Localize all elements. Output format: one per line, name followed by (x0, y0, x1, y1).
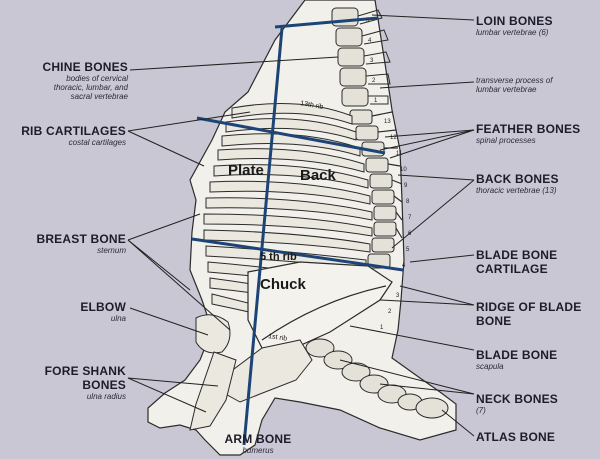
label-ridge-of-blade-bone: RIDGE OF BLADE BONE (476, 300, 598, 328)
vertebra-number: 11 (396, 151, 403, 157)
label-feather-bones: FEATHER BONES spinal processes (476, 122, 598, 145)
label-loin-bones: LOIN BONES lumbar vertebrae (6) (476, 14, 596, 37)
label-title: FEATHER BONES (476, 122, 581, 136)
label-atlas-bone: ATLAS BONE (476, 430, 598, 444)
vertebra-number: 2 (388, 309, 392, 315)
cut-line-vertical (242, 27, 284, 446)
label-title: RIDGE OF BLADE BONE (476, 300, 582, 328)
label-rib-cartilages: RIB CARTILAGES costal cartilages (0, 124, 126, 147)
label-subtitle: ulna (110, 314, 126, 323)
cut-label-plate: Plate (228, 162, 264, 179)
feather-bones (371, 111, 403, 239)
label-breast-bone: BREAST BONE sternum (10, 232, 126, 255)
leader-lines (127, 14, 475, 437)
label-title: RIB CARTILAGES (21, 124, 126, 138)
label-transverse-process: transverse process of lumbar vertebrae (476, 76, 596, 94)
elbow-shape (195, 314, 231, 354)
vertebra-number: 4 (368, 38, 372, 44)
neck-vertebrae (305, 338, 449, 419)
vertebra-number: 13 (384, 119, 391, 125)
label-subtitle: sternum (97, 246, 126, 255)
label-title: BREAST BONE (36, 232, 126, 246)
label-subtitle: costal cartilages (68, 138, 126, 147)
vertebra-number: 1 (374, 98, 378, 104)
label-title: LOIN BONES (476, 14, 553, 28)
cut-line-loin (274, 16, 379, 29)
vertebra-number: 7 (408, 215, 412, 221)
vertebra-number: 10 (400, 167, 407, 173)
cut-line-13th-rib (196, 116, 386, 155)
vertebra-number: 9 (404, 183, 408, 189)
vertebra-number: 5 (366, 18, 370, 24)
vertebra-number: 8 (406, 199, 410, 205)
label-subtitle: spinal processes (476, 136, 536, 145)
label-fore-shank-bones: FORE SHANK BONES ulna radius (20, 364, 126, 401)
vertebra-number: 3 (370, 58, 374, 64)
rib-mark-1st: 1st rib (268, 333, 288, 343)
label-title: BACK BONES (476, 172, 559, 186)
label-subtitle: humerus (242, 446, 274, 455)
label-back-bones: BACK BONES thoracic vertebrae (13) (476, 172, 598, 195)
spine-vertebrae (331, 7, 397, 269)
vertebra-number: 1 (380, 325, 384, 331)
cut-label-chuck: Chuck (260, 276, 306, 293)
label-arm-bone: ARM BONE humerus (200, 432, 316, 455)
blade-ridge-shape (261, 285, 387, 341)
label-title: ARM BONE (224, 432, 292, 446)
cut-label-fifth-rib: 5 th rib (260, 251, 297, 263)
label-subtitle: (7) (476, 406, 486, 415)
transverse-processes (357, 9, 391, 105)
label-elbow: ELBOW ulna (20, 300, 126, 323)
label-title: BLADE BONE CARTILAGE (476, 248, 558, 276)
label-title: ELBOW (80, 300, 126, 314)
label-title: FORE SHANK BONES (44, 364, 126, 392)
label-title: NECK BONES (476, 392, 559, 406)
label-subtitle: thoracic vertebrae (13) (476, 186, 557, 195)
cut-label-back: Back (300, 167, 336, 184)
label-subtitle: transverse process of lumbar vertebrae (476, 76, 553, 94)
label-title: BLADE BONE (476, 348, 558, 362)
label-title: CHINE BONES (42, 60, 128, 74)
label-title: ATLAS BONE (476, 430, 556, 444)
ribs (203, 103, 373, 325)
vertebra-number: 12 (390, 135, 397, 141)
vertebra-number: 5 (406, 247, 410, 253)
label-subtitle: ulna radius (86, 392, 126, 401)
label-chine-bones: CHINE BONES bodies of cervical thoracic,… (16, 60, 128, 101)
rib-mark-13th: 13th rib (300, 100, 324, 111)
cut-line-5th-rib (191, 237, 404, 272)
label-blade-bone-cartilage: BLADE BONE CARTILAGE (476, 248, 598, 276)
vertebra-number: 3 (396, 293, 400, 299)
label-subtitle: lumbar vertebrae (6) (476, 28, 549, 37)
vertebra-number: 2 (372, 78, 376, 84)
label-subtitle: bodies of cervical thoracic, lumbar, and… (53, 74, 128, 101)
vertebra-number: 4 (402, 263, 406, 269)
label-blade-bone: BLADE BONE scapula (476, 348, 598, 371)
label-neck-bones: NECK BONES (7) (476, 392, 598, 415)
label-subtitle: scapula (476, 362, 504, 371)
vertebra-number: 6 (408, 231, 412, 237)
cut-lines (191, 16, 404, 446)
